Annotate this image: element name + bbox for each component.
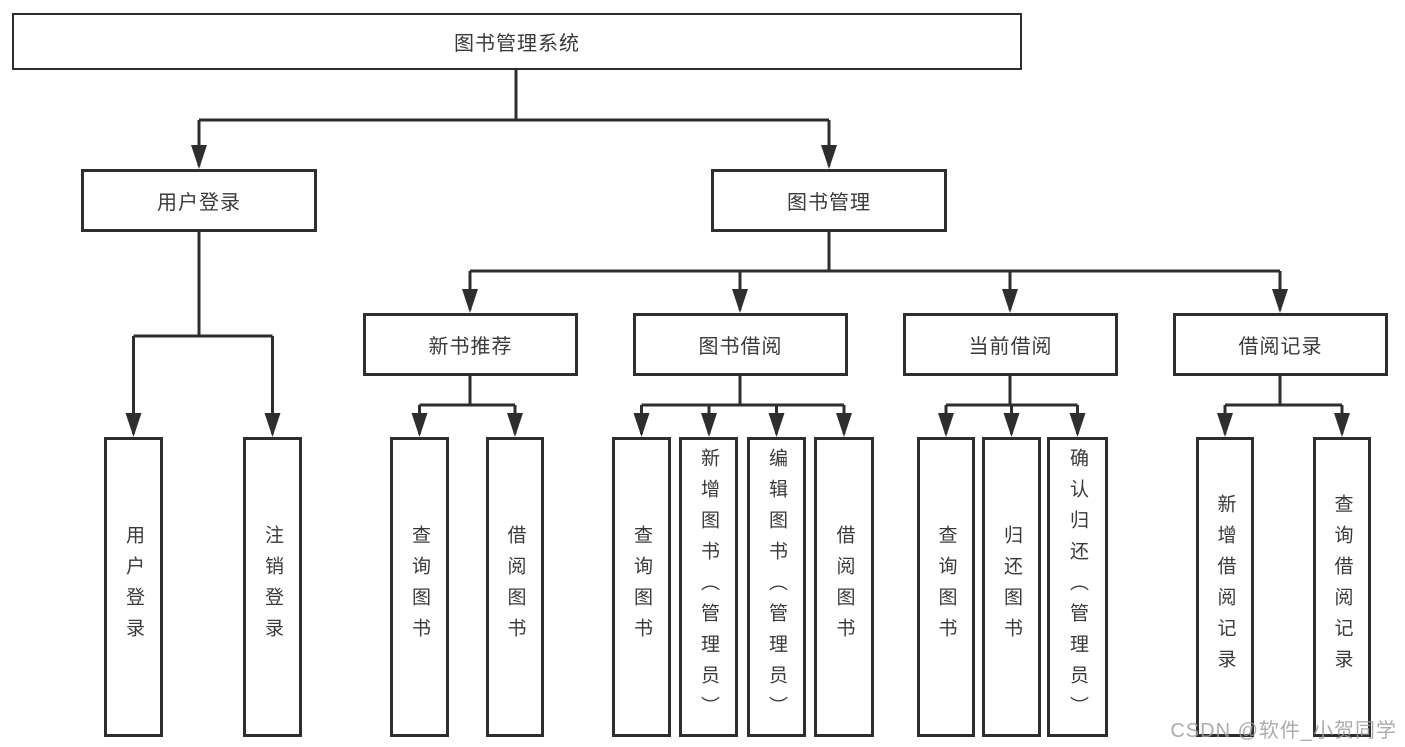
- leaf-query-books-2: 查询图书: [612, 437, 671, 737]
- leaf-logout: 注销登录: [243, 437, 302, 737]
- leaf-confirm-return-admin: 确认归还（管理员）: [1047, 437, 1108, 737]
- node-borrowing-records: 借阅记录: [1173, 313, 1388, 376]
- connector-lines: [132, 70, 1344, 434]
- arrowhead-icons: [125, 145, 1350, 437]
- leaf-query-books-3-label: 查询图书: [935, 525, 957, 649]
- leaf-return-books: 归还图书: [982, 437, 1041, 737]
- node-new-book-recommend: 新书推荐: [363, 313, 578, 376]
- leaf-add-books-admin: 新增图书（管理员）: [679, 437, 738, 737]
- leaf-return-books-label: 归还图书: [1001, 525, 1022, 649]
- node-book-borrowing-label: 图书借阅: [698, 336, 783, 358]
- leaf-query-borrow-record: 查询借阅记录: [1313, 437, 1371, 737]
- leaf-borrow-books-1: 借阅图书: [486, 437, 544, 737]
- leaf-user-login: 用户登录: [104, 437, 163, 737]
- leaf-add-borrow-record-label: 新增借阅记录: [1214, 494, 1236, 680]
- node-borrowing-records-label: 借阅记录: [1238, 336, 1323, 358]
- leaf-add-borrow-record: 新增借阅记录: [1196, 437, 1254, 737]
- leaf-query-books-1-label: 查询图书: [409, 525, 430, 649]
- node-book-management-label: 图书管理: [787, 192, 871, 214]
- leaf-borrow-books-2: 借阅图书: [814, 437, 874, 737]
- csdn-watermark: CSDN @软件_小贺同学: [1170, 720, 1397, 742]
- leaf-user-login-label: 用户登录: [123, 525, 144, 649]
- leaf-add-books-admin-label: 新增图书（管理员）: [698, 447, 719, 727]
- leaf-edit-books-admin: 编辑图书（管理员）: [747, 437, 806, 737]
- leaf-edit-books-admin-label: 编辑图书（管理员）: [766, 447, 787, 727]
- leaf-query-borrow-record-label: 查询借阅记录: [1331, 494, 1353, 680]
- leaf-confirm-return-admin-label: 确认归还（管理员）: [1067, 447, 1088, 727]
- node-book-management: 图书管理: [711, 169, 947, 232]
- leaf-borrow-books-1-label: 借阅图书: [504, 525, 526, 649]
- node-library-management-system-label: 图书管理系统: [454, 33, 580, 55]
- leaf-logout-label: 注销登录: [262, 525, 283, 649]
- node-user-login-label: 用户登录: [157, 192, 241, 214]
- node-book-borrowing: 图书借阅: [633, 313, 848, 376]
- node-new-book-recommend-label: 新书推荐: [428, 336, 513, 358]
- node-library-management-system: 图书管理系统: [12, 13, 1022, 70]
- leaf-borrow-books-2-label: 借阅图书: [833, 525, 855, 649]
- node-user-login: 用户登录: [81, 169, 317, 232]
- leaf-query-books-2-label: 查询图书: [631, 525, 652, 649]
- leaf-query-books-3: 查询图书: [917, 437, 975, 737]
- leaf-query-books-1: 查询图书: [390, 437, 449, 737]
- node-current-borrowing: 当前借阅: [903, 313, 1118, 376]
- node-current-borrowing-label: 当前借阅: [968, 336, 1053, 358]
